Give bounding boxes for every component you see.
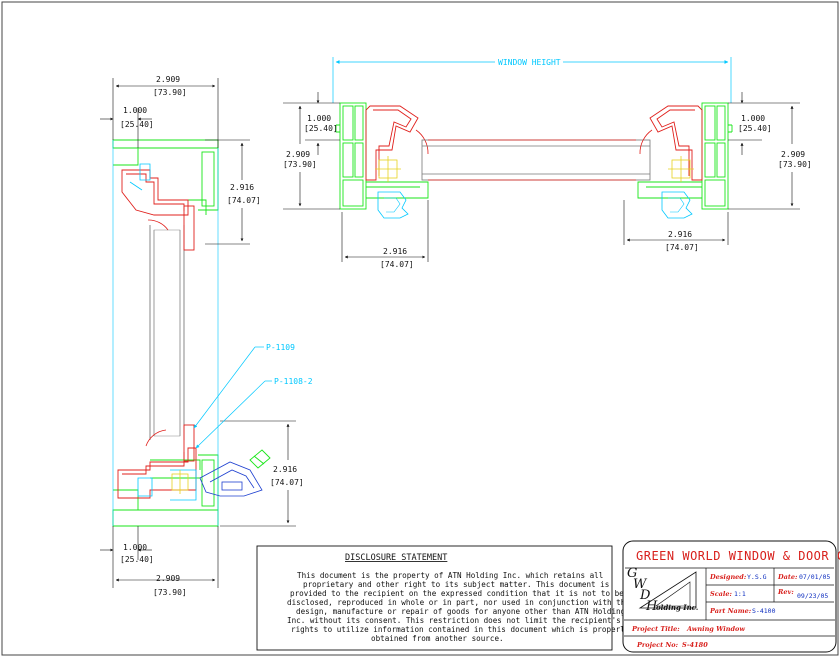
svg-text:H: H	[645, 599, 658, 614]
company-logo: G W D H olding Inc.	[627, 566, 698, 614]
disclosure-line: disclosed, reproduced in whole or in par…	[287, 598, 630, 607]
disclosure-line: provided to the recipient on the express…	[290, 589, 624, 598]
dim-vmid-7407: [74.07]	[227, 196, 261, 205]
dim-left-2909: 2.909	[286, 150, 310, 159]
disclosure-line: Inc. without its consent. This restricti…	[287, 616, 621, 625]
dim-bottom-right-7407: [74.07]	[665, 243, 699, 252]
dim-vbot-2540: [25.40]	[120, 555, 154, 564]
title-block: GREEN WORLD WINDOW & DOOR CORP. G W D H …	[622, 540, 840, 653]
designed-value: Y.S.G	[747, 573, 767, 581]
disclosure-line: This document is the property of ATN Hol…	[297, 571, 603, 580]
vertical-section-view: 2.909 [73.90] 1.000 [25.40] 2.916 [74.07…	[100, 75, 313, 597]
part-name-value: S-4100	[752, 607, 776, 615]
dim-right-2540: [25.40]	[738, 124, 772, 133]
dim-vlow-7407: [74.07]	[270, 478, 304, 487]
dim-vbot-2909: 2.909	[156, 574, 180, 583]
scale-value: 1:1	[734, 590, 746, 598]
dim-left-2540: [25.40]	[304, 124, 338, 133]
disclosure-statement: DISCLOSURE STATEMENT This document is th…	[256, 545, 630, 651]
project-no-label: Project No:	[636, 641, 679, 649]
date-value: 07/01/05	[799, 573, 830, 581]
dim-right-2909: 2.909	[781, 150, 805, 159]
svg-text:olding Inc.: olding Inc.	[656, 603, 698, 612]
disclosure-line: design, manufacture or repair of goods f…	[296, 607, 625, 616]
disclosure-title: DISCLOSURE STATEMENT	[345, 553, 447, 563]
disclosure-line: rights to utilize information contained …	[291, 625, 630, 634]
svg-text:G: G	[627, 566, 637, 581]
window-height-label: WINDOW HEIGHT	[498, 58, 561, 67]
date-label: Date:	[777, 573, 798, 581]
dim-vbot-7390: [73.90]	[153, 588, 187, 597]
svg-text:W: W	[633, 577, 648, 592]
project-title-value: Awning Window	[686, 625, 745, 633]
dim-vmid-2916: 2.916	[230, 183, 254, 192]
dim-vbot-1000: 1.000	[123, 543, 147, 552]
dim-left-7390: [73.90]	[283, 160, 317, 169]
disclosure-line: obtained from another source.	[371, 634, 504, 643]
dim-right-1000: 1.000	[741, 114, 765, 123]
dim-bottom-right-2916: 2.916	[668, 230, 692, 239]
dim-vlow-2916: 2.916	[273, 465, 297, 474]
rev-label: Rev:	[777, 588, 794, 596]
project-no-value: S-4180	[682, 641, 708, 649]
leader-p1109: P-1109	[266, 343, 295, 352]
scale-label: Scale:	[710, 590, 732, 598]
designed-label: Designed:	[709, 573, 747, 581]
dim-vtop-1000: 1.000	[123, 106, 147, 115]
part-name-label: Part Name:	[709, 607, 752, 615]
dim-vtop-7390: [73.90]	[153, 88, 187, 97]
leader-p1108-2: P-1108-2	[274, 377, 313, 386]
dim-vtop-2909: 2.909	[156, 75, 180, 84]
company-name: GREEN WORLD WINDOW & DOOR CORP.	[636, 549, 840, 563]
dim-bottom-left-2916: 2.916	[383, 247, 407, 256]
horizontal-section-view: WINDOW HEIGHT	[283, 57, 812, 269]
svg-text:D: D	[639, 588, 651, 603]
dim-vtop-2540: [25.40]	[120, 120, 154, 129]
project-title-label: Project Title:	[631, 625, 680, 633]
disclosure-line: proprietary and other right to its subje…	[303, 580, 609, 589]
dim-left-1000: 1.000	[307, 114, 331, 123]
rev-value: 09/23/05	[797, 592, 828, 600]
dim-bottom-left-7407: [74.07]	[380, 260, 414, 269]
dim-right-7390: [73.90]	[778, 160, 812, 169]
